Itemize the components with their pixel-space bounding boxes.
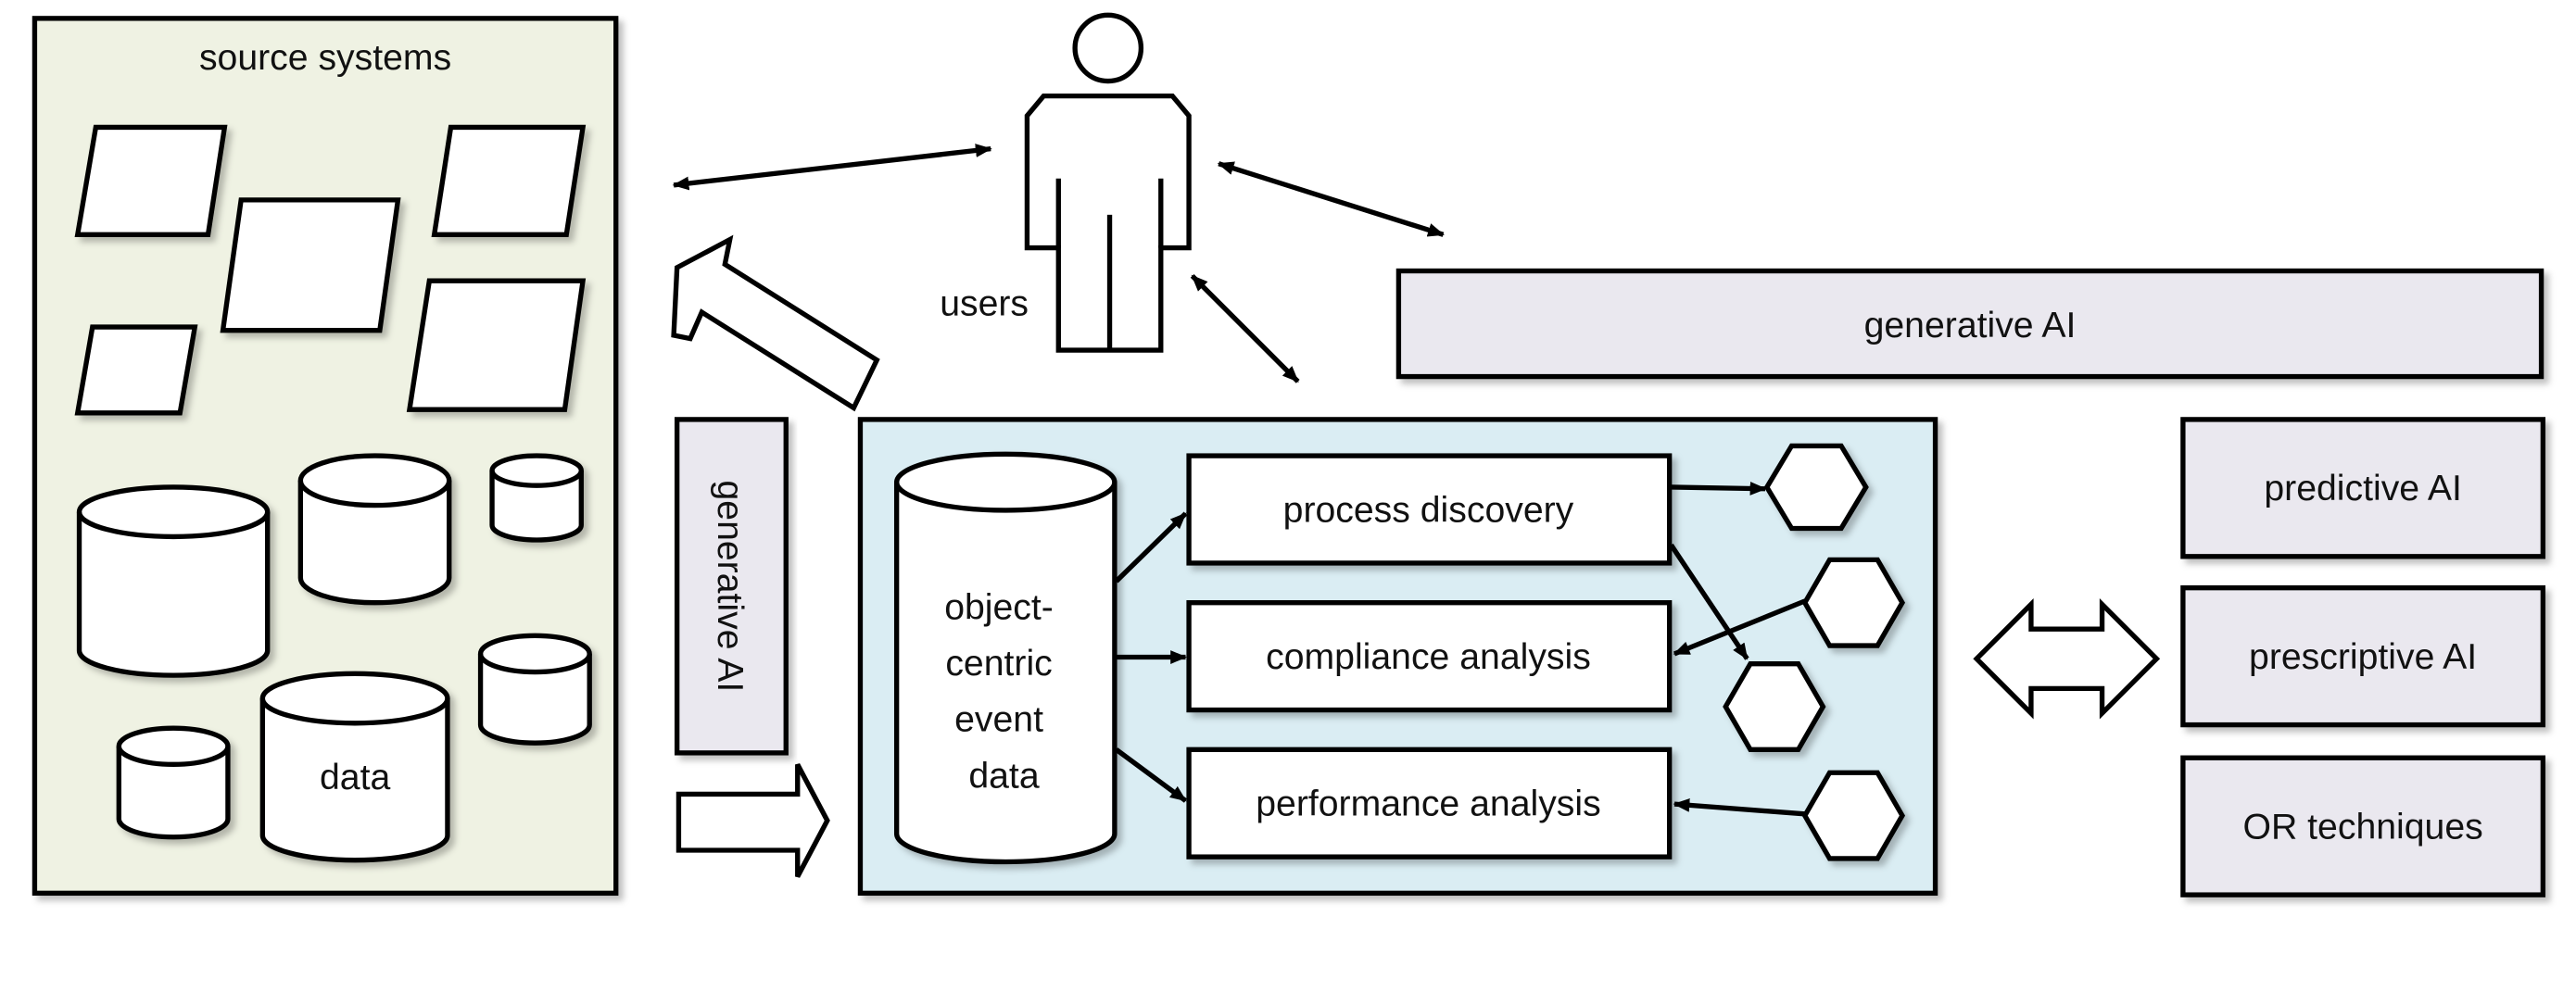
database-shape — [76, 484, 271, 678]
process-model-hexagon — [1723, 660, 1826, 752]
source-systems-panel: source systems data — [32, 16, 619, 897]
document-shape — [431, 124, 587, 237]
technique-process-discovery: process discovery — [1186, 453, 1673, 566]
technique-label: performance analysis — [1256, 784, 1600, 824]
ocel-label-line: event — [954, 700, 1043, 740]
database-shape — [297, 453, 452, 606]
user-arrows — [672, 144, 1445, 383]
ocel-label-line: object- — [944, 588, 1054, 628]
database-shape — [116, 725, 231, 840]
arrow-discovery-model-2 — [1669, 543, 1749, 660]
ai-technique-label: predictive AI — [2264, 469, 2461, 508]
generative-ai-top-box: generative AI — [1395, 268, 2544, 380]
source-system-databases — [76, 453, 592, 863]
generative-ai-top-label: generative AI — [1864, 306, 2077, 345]
database-shape — [477, 633, 592, 746]
hollow-arrow-to-source — [671, 234, 880, 412]
document-shape — [74, 124, 228, 237]
ocel-panel: object- centric event data process disco… — [857, 417, 1938, 897]
process-model-hexagon — [1763, 443, 1869, 532]
users-figure — [1024, 12, 1192, 353]
process-models — [1723, 443, 1906, 861]
arrow-users-process-mining — [1190, 273, 1300, 383]
generative-ai-vertical-box: generative AI — [674, 417, 789, 756]
ai-technique-prescriptive: prescriptive AI — [2180, 584, 2546, 728]
ai-technique-predictive: predictive AI — [2180, 417, 2546, 559]
arrow-discovery-model — [1671, 482, 1767, 496]
technique-compliance-analysis: compliance analysis — [1186, 600, 1673, 713]
data-label: data — [320, 758, 390, 797]
arrow-model-performance — [1673, 797, 1805, 817]
source-systems-title: source systems — [199, 38, 451, 78]
technique-label: compliance analysis — [1266, 637, 1591, 677]
source-system-documents — [74, 124, 587, 416]
ai-technique-label: OR techniques — [2243, 808, 2483, 847]
double-hollow-arrow — [1973, 598, 2161, 720]
hollow-arrow-to-ocel — [676, 763, 830, 878]
process-model-hexagon — [1801, 770, 1906, 861]
technique-label: process discovery — [1283, 490, 1574, 530]
ocel-arrows — [1114, 482, 1806, 817]
ocel-label-line: data — [968, 756, 1039, 796]
ai-technique-or: OR techniques — [2180, 755, 2546, 897]
ocel-label-line: centric — [945, 644, 1052, 684]
arrow-users-source — [672, 144, 992, 191]
document-shape — [74, 324, 198, 416]
process-model-hexagon — [1801, 557, 1906, 648]
arrow-model-compliance — [1673, 598, 1806, 657]
ai-technique-label: prescriptive AI — [2249, 637, 2477, 677]
technique-performance-analysis: performance analysis — [1186, 747, 1673, 860]
arrow-ocel-discovery — [1114, 511, 1188, 584]
ocel-database — [893, 451, 1118, 865]
document-shape — [220, 197, 401, 333]
users-label: users — [940, 284, 1029, 324]
database-shape — [489, 453, 584, 543]
document-shape — [406, 278, 587, 412]
arrow-users-generative-ai — [1217, 161, 1445, 237]
arrow-ocel-performance — [1115, 747, 1188, 803]
ocel-database-label: object- centric event data — [944, 588, 1064, 797]
user-head — [1072, 12, 1144, 84]
generative-ai-vertical-label: generative AI — [710, 481, 750, 693]
